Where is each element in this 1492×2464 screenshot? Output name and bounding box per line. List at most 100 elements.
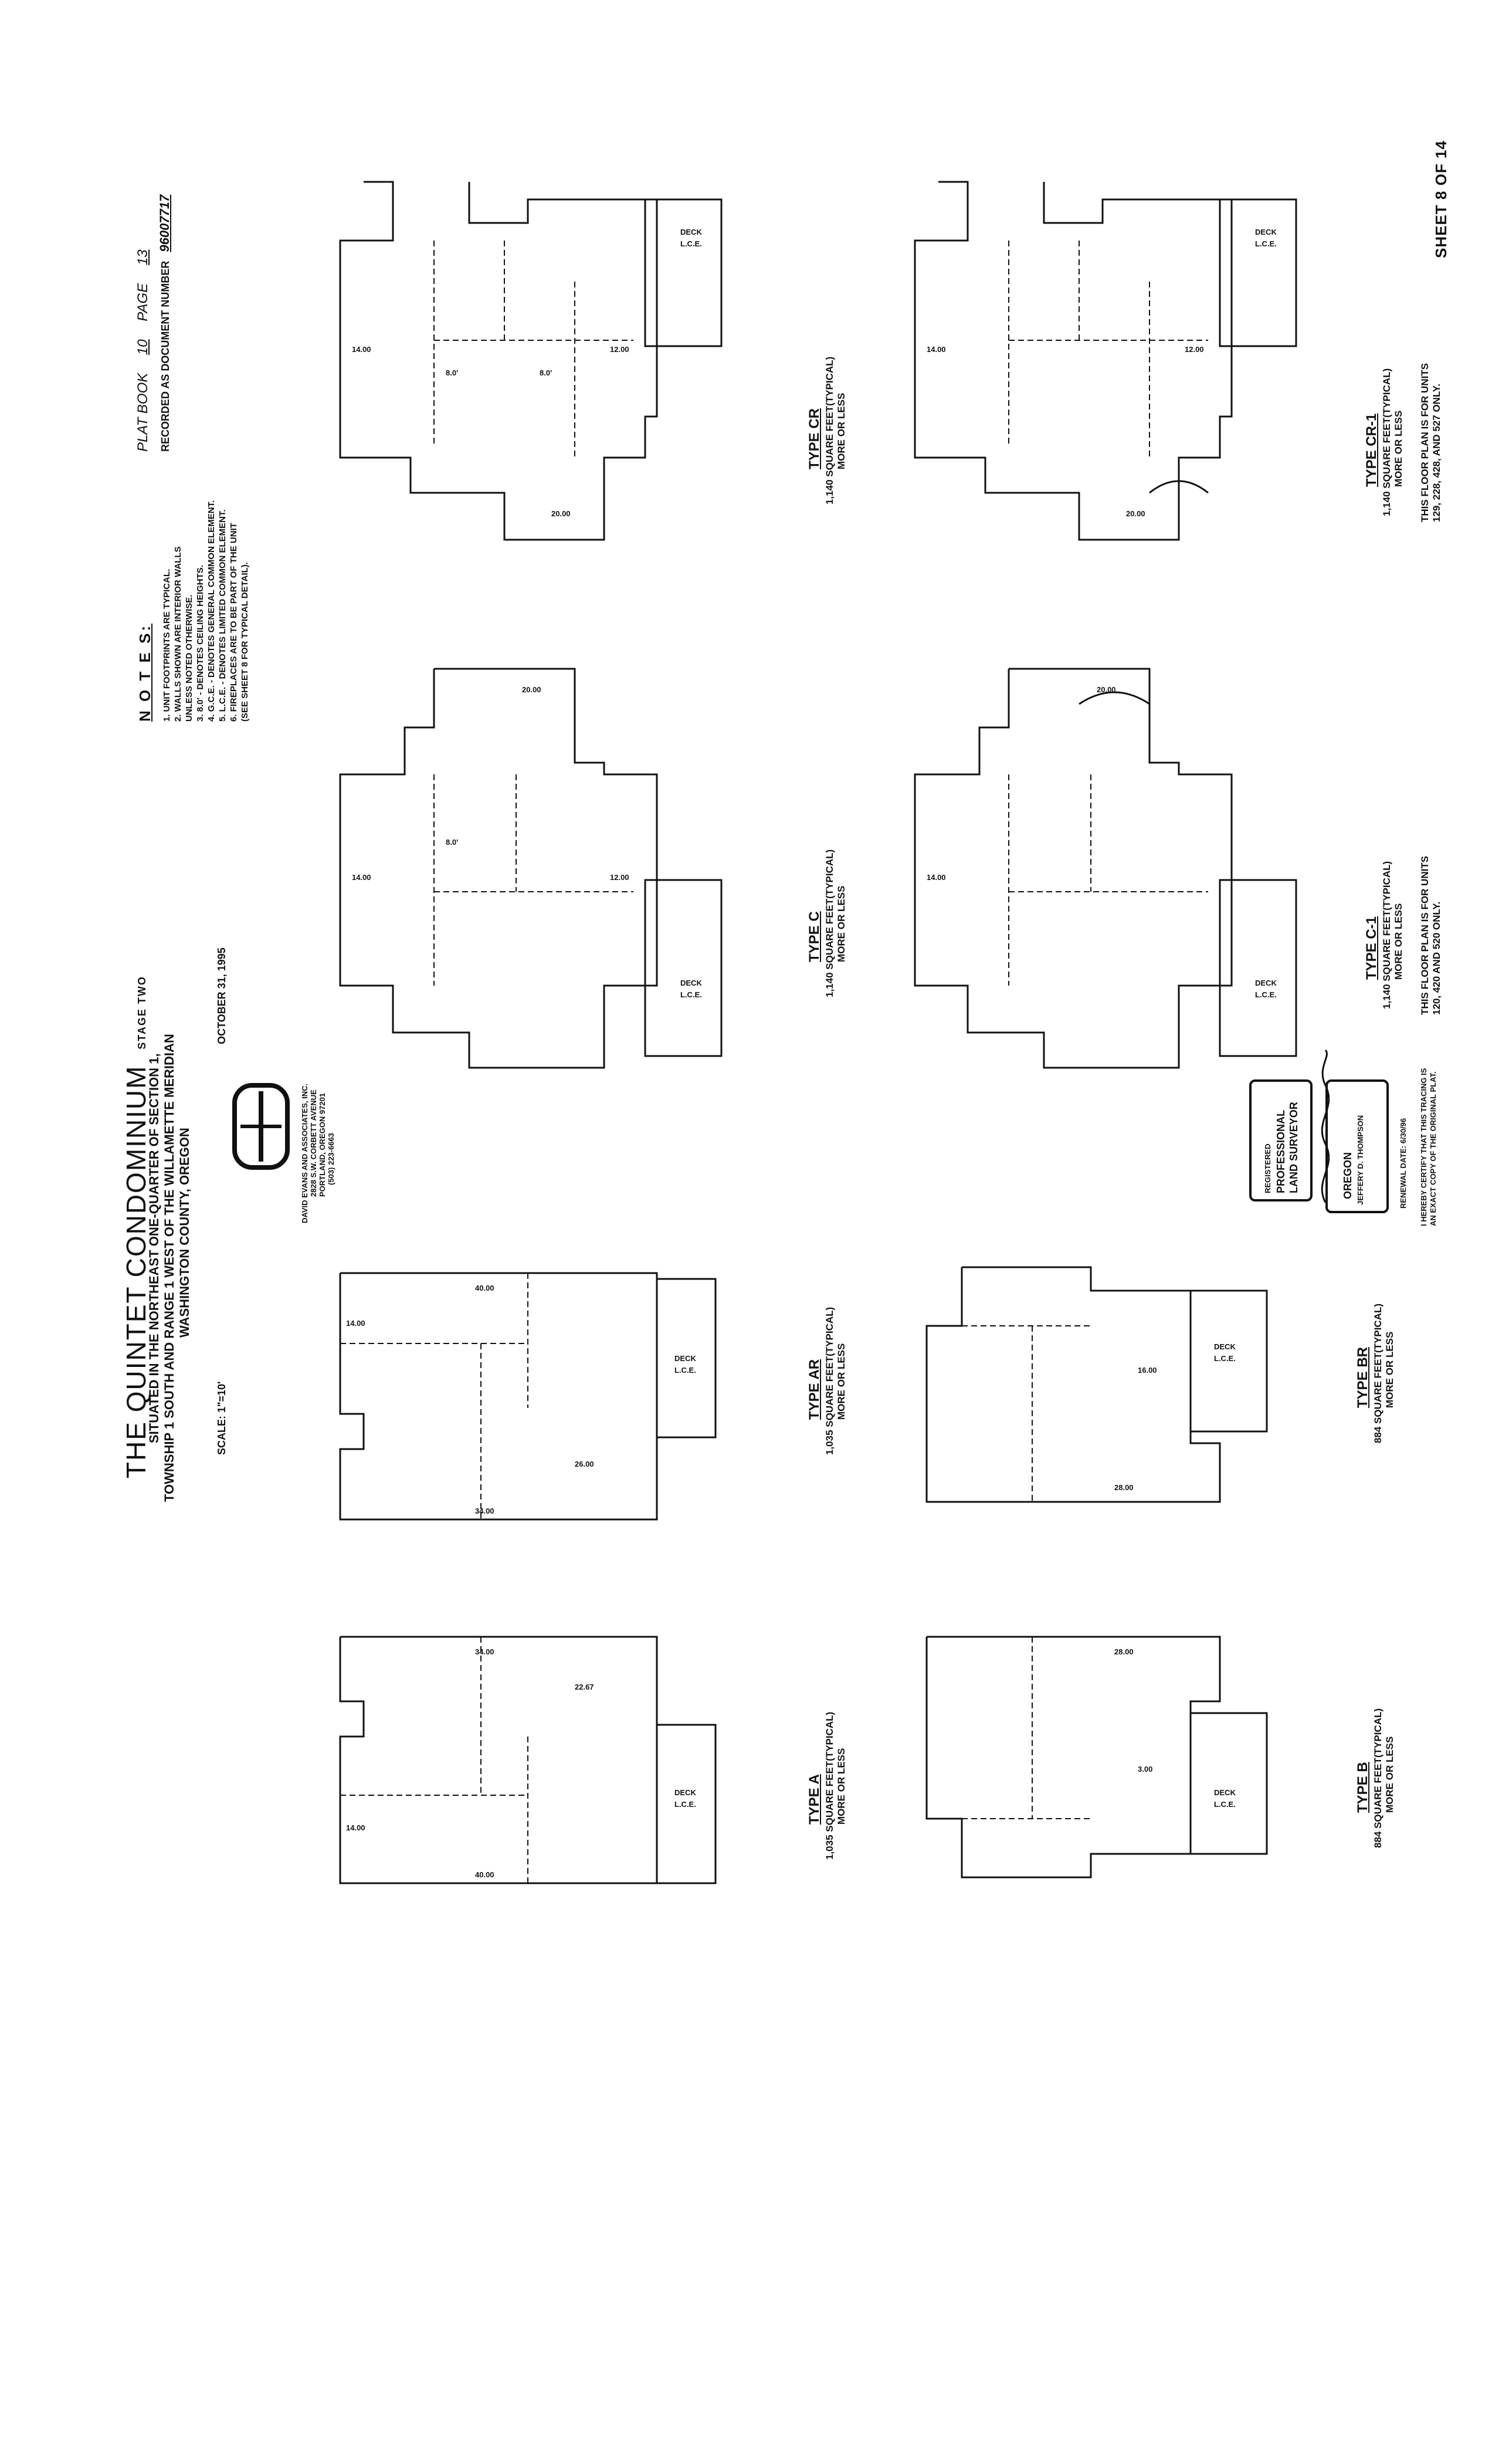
floorplan-type-b: 28.00 3.00 DECK L.C.E. xyxy=(925,1636,1268,1879)
firm-phone: (503) 223-6663 xyxy=(327,1133,335,1185)
cr-dim-20: 20.00 xyxy=(551,509,571,518)
a-dim-22: 22.67 xyxy=(575,1683,594,1691)
type-a-area: 1,035 SQUARE FEET(TYPICAL) xyxy=(824,1711,835,1860)
type-c1-note1: THIS FLOOR PLAN IS FOR UNITS xyxy=(1419,855,1430,1015)
cr-deck xyxy=(644,198,723,347)
cr-ceiling-2: 8.0' xyxy=(540,368,552,377)
note-3: UNLESS NOTED OTHERWISE. xyxy=(184,594,194,722)
floorplan-type-br: 28.00 16.00 DECK L.C.E. xyxy=(925,1266,1268,1503)
cert-line1: I HEREBY CERTIFY THAT THIS TRACING IS xyxy=(1419,1068,1428,1226)
c1-deck xyxy=(1219,879,1297,1057)
a-dim-14: 14.00 xyxy=(346,1823,365,1832)
c-dim-14: 14.00 xyxy=(352,873,371,882)
type-b-label: TYPE B xyxy=(1355,1762,1371,1813)
cr1-dim-14: 14.00 xyxy=(927,345,946,354)
c-dim-20: 20.00 xyxy=(522,685,541,694)
floorplan-type-cr: 14.00 12.00 20.00 DECK L.C.E. 8.0' 8.0' xyxy=(339,181,723,541)
ar-wall-outline xyxy=(339,1272,658,1521)
c-ceiling: 8.0' xyxy=(446,838,458,847)
firm-address2: PORTLAND, OREGON 97201 xyxy=(318,1093,327,1197)
c1-dim-20: 20.00 xyxy=(1097,685,1116,694)
surveyor-signature xyxy=(1321,1049,1330,1203)
br-dim-28: 28.00 xyxy=(1114,1483,1134,1492)
c1-deck-label: DECK xyxy=(1255,979,1277,987)
b-wall-outline xyxy=(925,1636,1221,1879)
b-dim-28: 28.00 xyxy=(1114,1647,1134,1656)
type-b-more: MORE OR LESS xyxy=(1384,1736,1395,1813)
ar-deck-label: DECK xyxy=(674,1354,696,1363)
a-wall-outline xyxy=(339,1636,658,1884)
type-c1-more: MORE OR LESS xyxy=(1393,903,1404,980)
note-8: (SEE SHEET 8 FOR TYPICAL DETAIL). xyxy=(240,562,250,722)
c1-lce-label: L.C.E. xyxy=(1255,990,1277,999)
title-line2: SITUATED IN THE NORTHEAST ONE-QUARTER OF… xyxy=(147,1053,161,1443)
b-deck-label: DECK xyxy=(1214,1788,1236,1797)
plat-book-value: 10 xyxy=(135,339,151,356)
note-1: 1. UNIT FOOTPRINTS ARE TYPICAL. xyxy=(162,568,172,722)
cr-dim-12: 12.00 xyxy=(610,345,629,354)
br-deck-label: DECK xyxy=(1214,1342,1236,1351)
plat-page-value: 13 xyxy=(135,249,151,266)
floorplan-type-c: 14.00 20.00 12.00 DECK L.C.E. 8.0' xyxy=(339,668,723,1069)
c1-dim-14: 14.00 xyxy=(927,873,946,882)
type-cr1-more: MORE OR LESS xyxy=(1393,410,1404,487)
type-b-area: 884 SQUARE FEET(TYPICAL) xyxy=(1372,1708,1384,1848)
c-deck-label: DECK xyxy=(680,979,702,987)
title-line3: TOWNSHIP 1 SOUTH AND RANGE 1 WEST OF THE… xyxy=(162,1034,177,1502)
br-dim-16: 16.00 xyxy=(1138,1366,1157,1375)
type-cr-area: 1,140 SQUARE FEET(TYPICAL) xyxy=(824,356,835,505)
floorplan-type-ar: 14.00 26.00 40.00 34.00 DECK L.C.E. xyxy=(339,1272,717,1521)
ar-deck xyxy=(656,1278,717,1439)
type-cr1-label: TYPE CR-1 xyxy=(1364,413,1379,487)
cr-ceiling-1: 8.0' xyxy=(446,368,458,377)
plat-page-label: PAGE xyxy=(135,283,151,321)
sheet-number: SHEET 8 OF 14 xyxy=(1432,140,1450,258)
ar-dim-26: 26.00 xyxy=(575,1460,594,1468)
type-a-label: TYPE A xyxy=(806,1774,822,1825)
recorded-label: RECORDED AS DOCUMENT NUMBER xyxy=(160,260,171,452)
note-6: 5. L.C.E. - DENOTES LIMITED COMMON ELEME… xyxy=(218,509,228,722)
type-br-area: 884 SQUARE FEET(TYPICAL) xyxy=(1372,1303,1384,1443)
cert-line2: AN EXACT COPY OF THE ORIGINAL PLAT. xyxy=(1429,1071,1437,1226)
notes-heading: N O T E S: xyxy=(136,623,154,722)
date-text: OCTOBER 31, 1995 xyxy=(216,947,228,1044)
a-deck-label: DECK xyxy=(674,1788,696,1797)
type-a-more: MORE OR LESS xyxy=(836,1748,847,1825)
ar-dim-40: 40.00 xyxy=(475,1284,494,1292)
seal-oregon: OREGON xyxy=(1342,1152,1354,1199)
cr1-deck-label: DECK xyxy=(1255,228,1277,236)
note-2: 2. WALLS SHOWN ARE INTERIOR WALLS xyxy=(173,546,183,722)
c-wall-outline xyxy=(339,668,658,1069)
br-lce-label: L.C.E. xyxy=(1214,1354,1236,1363)
type-c1-label: TYPE C-1 xyxy=(1364,916,1379,980)
cr-lce-label: L.C.E. xyxy=(680,239,702,248)
stamp-line3: LAND SURVEYOR xyxy=(1288,1102,1300,1193)
stamp-line1: REGISTERED xyxy=(1263,1143,1272,1193)
ar-dim-14: 14.00 xyxy=(346,1319,365,1328)
type-cr-label: TYPE CR xyxy=(806,408,822,469)
renewal-date: RENEWAL DATE: 6/30/96 xyxy=(1399,1118,1408,1209)
stamp-line2: PROFESSIONAL xyxy=(1275,1109,1287,1193)
floorplan-type-c1: 14.00 20.00 DECK L.C.E. xyxy=(914,668,1297,1069)
b-lce-label: L.C.E. xyxy=(1214,1800,1236,1809)
dea-logo-icon xyxy=(232,1083,290,1170)
recorded-doc: RECORDED AS DOCUMENT NUMBER 96007717 xyxy=(157,195,172,452)
c-dim-12: 12.00 xyxy=(610,873,629,882)
b-deck xyxy=(1189,1712,1268,1855)
plat-book: PLAT BOOK 10 PAGE 13 xyxy=(135,235,151,452)
type-c-label: TYPE C xyxy=(806,911,822,962)
a-dim-40: 40.00 xyxy=(475,1870,494,1879)
type-br-label: TYPE BR xyxy=(1355,1346,1371,1408)
type-c-more: MORE OR LESS xyxy=(836,885,847,962)
title-line4: WASHINGTON COUNTY, OREGON xyxy=(177,1128,192,1338)
cr1-wall-outline xyxy=(914,181,1233,541)
cr1-dim-12: 12.00 xyxy=(1185,345,1204,354)
type-c-area: 1,140 SQUARE FEET(TYPICAL) xyxy=(824,849,835,997)
type-c1-area: 1,140 SQUARE FEET(TYPICAL) xyxy=(1381,861,1392,1009)
cr1-deck xyxy=(1219,198,1297,347)
note-7: 6. FIREPLACES ARE TO BE PART OF THE UNIT xyxy=(229,523,239,722)
type-cr1-note1: THIS FLOOR PLAN IS FOR UNITS xyxy=(1419,363,1430,522)
type-ar-more: MORE OR LESS xyxy=(836,1343,847,1420)
type-cr1-area: 1,140 SQUARE FEET(TYPICAL) xyxy=(1381,368,1392,516)
